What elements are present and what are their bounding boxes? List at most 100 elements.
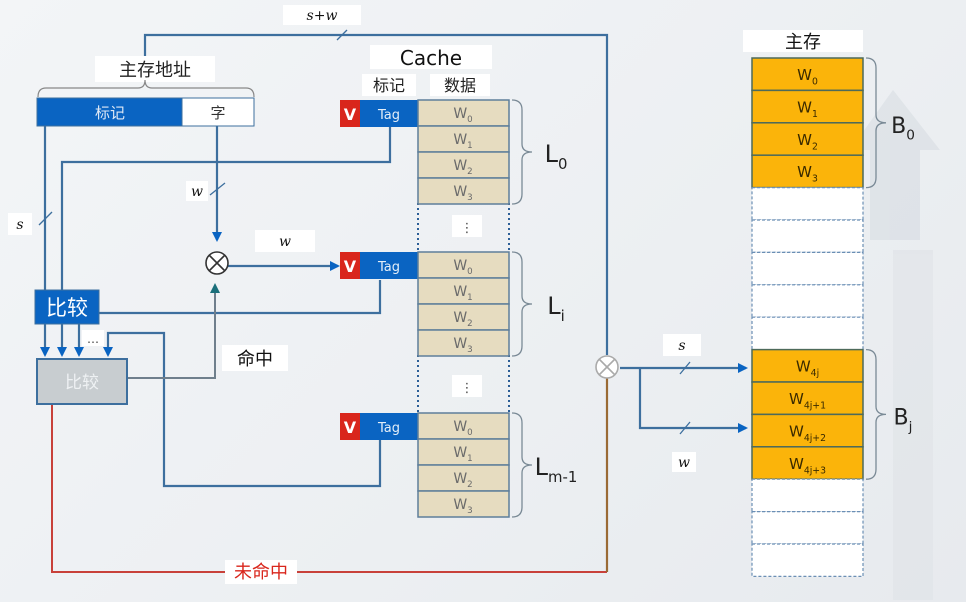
- data-word-label: W3: [453, 497, 472, 516]
- address-title: 主存地址: [119, 60, 191, 81]
- valid-bit-label: V: [344, 257, 357, 276]
- valid-bit-label: V: [344, 105, 357, 124]
- wires: [40, 33, 748, 488]
- memory-word-cell: [751, 57, 864, 92]
- blockj-brace: [865, 348, 887, 480]
- cache-ellipsis-2: ⋮: [461, 381, 474, 396]
- valid-bit-label: V: [344, 418, 357, 437]
- blockj-name: Bj: [894, 405, 913, 435]
- memory-word-label: W1: [797, 98, 818, 120]
- data-word-cell: [417, 490, 510, 518]
- wire-miss: [51, 404, 607, 573]
- data-word-cell: [417, 329, 510, 357]
- tag-cell: [360, 100, 418, 127]
- compare-top-block: [34, 289, 100, 325]
- address-brace: [37, 79, 255, 98]
- compare-bottom-label: 比较: [65, 373, 99, 393]
- data-word-label: W0: [453, 106, 472, 125]
- label-w-select: w: [279, 234, 291, 250]
- label-hit: 命中: [237, 349, 273, 370]
- memory-empty-cell: [751, 219, 864, 254]
- memory-word-label: W4j+1: [789, 390, 826, 412]
- memory-word-cell: [751, 122, 864, 156]
- label-s-mem: s: [678, 338, 685, 354]
- data-word-cell: [417, 303, 510, 331]
- memory-empty-cell: [751, 511, 864, 545]
- cache-dotted-guides: [417, 203, 510, 413]
- cache-line-name: Li: [547, 292, 565, 325]
- data-word-label: W3: [453, 184, 472, 203]
- address-word-field: [181, 97, 255, 127]
- address-tag-label: 标记: [95, 104, 125, 122]
- output-multiplexer-icon: [595, 355, 619, 379]
- tag-label: Tag: [377, 260, 400, 275]
- data-word-label: W1: [453, 445, 472, 464]
- data-word-label: W2: [453, 310, 472, 329]
- cache-title: Cache: [400, 46, 462, 70]
- label-w-mem: w: [678, 455, 690, 471]
- label-s-left: s: [16, 217, 23, 233]
- valid-bit: [340, 252, 360, 279]
- tag-label: Tag: [377, 108, 400, 123]
- cache-line-name: Lm-1: [535, 453, 578, 486]
- wire-s-plus-w: [143, 33, 609, 355]
- bus-slashes: [38, 29, 691, 435]
- data-word-label: W1: [453, 284, 472, 303]
- data-word-label: W2: [453, 471, 472, 490]
- data-word-label: W1: [453, 132, 472, 151]
- cache-col-data: 数据: [444, 76, 476, 95]
- memory-word-label: W0: [797, 66, 818, 88]
- cache-line-name: L0: [545, 140, 568, 173]
- memory-empty-cell: [751, 187, 864, 221]
- block0-brace: [865, 57, 887, 189]
- line-brace: [511, 99, 533, 205]
- address-tag-field: [36, 97, 183, 127]
- memory-word-label: W2: [797, 131, 818, 153]
- memory-word-label: W4j+3: [789, 455, 826, 477]
- data-word-cell: [417, 99, 510, 127]
- memory-word-label: W4j: [796, 358, 819, 380]
- line-brace: [511, 251, 533, 357]
- memory-empty-cell: [751, 284, 864, 318]
- memory-empty-cell: [751, 316, 864, 351]
- data-word-cell: [417, 251, 510, 279]
- memory-empty-cell: [751, 543, 864, 578]
- tag-cell: [360, 252, 418, 279]
- multiplexer-icon: [205, 251, 229, 275]
- wire-l0-tag: [60, 126, 392, 298]
- compare-top-label: 比较: [46, 296, 88, 320]
- label-w-word: w: [191, 184, 203, 200]
- tag-label: Tag: [377, 421, 400, 436]
- label-miss: 未命中: [234, 562, 288, 583]
- address-word-label: 字: [210, 104, 225, 122]
- wire-li-tag: [98, 280, 382, 315]
- data-word-cell: [417, 177, 510, 205]
- wire-mem-w: [638, 368, 748, 433]
- wire-hit: [128, 283, 220, 379]
- watermark-arrow: [850, 90, 940, 600]
- data-word-label: W0: [453, 419, 472, 438]
- data-word-label: W0: [453, 258, 472, 277]
- memory-title: 主存: [785, 32, 821, 53]
- memory-empty-cell: [751, 478, 864, 513]
- cache-col-tag: 标记: [373, 76, 405, 95]
- compare-dots: …: [87, 332, 99, 346]
- data-word-label: W2: [453, 158, 472, 177]
- tag-cell: [360, 413, 418, 440]
- address-title-box: [95, 56, 215, 82]
- label-s-plus-w: s+w: [307, 8, 338, 24]
- memory-word-cell: [751, 89, 864, 124]
- cache-ellipsis-1: ⋮: [461, 221, 474, 236]
- data-word-label: W3: [453, 336, 472, 355]
- valid-bit: [340, 413, 360, 440]
- memory-word-cell: [751, 381, 864, 416]
- wire-lm1-tag: [103, 331, 382, 488]
- compare-bottom-block: [36, 358, 128, 405]
